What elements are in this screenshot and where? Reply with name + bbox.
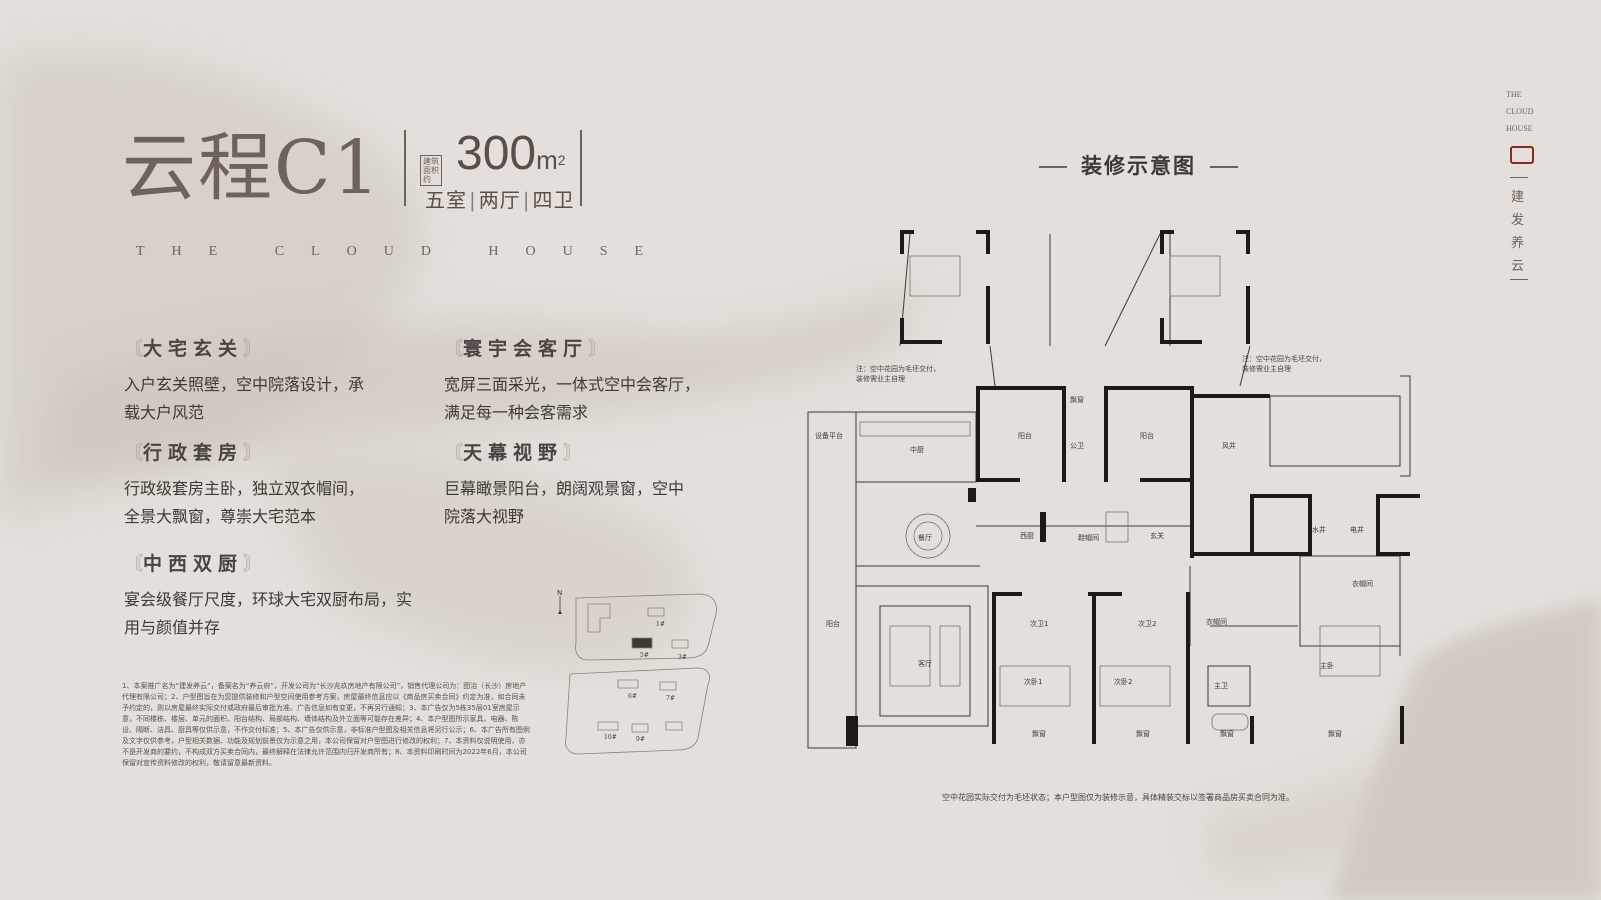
room-label-balcony: 阳台 xyxy=(826,619,840,628)
room-label-elec-well: 电井 xyxy=(1350,525,1364,534)
room-label-bay-window: 飘窗 xyxy=(1136,729,1150,738)
building-label: 9# xyxy=(636,736,645,743)
room-label-bay-window: 飘窗 xyxy=(1328,729,1342,738)
brand-chinese: 建发养云 xyxy=(1511,190,1525,274)
legal-disclaimer: 1、本案推广名为“建发养云”，备案名为“养云府”，开发公司为“长沙兆玖房地产有限… xyxy=(122,682,530,767)
feature-desc: 行政级套房主卧，独立双衣帽间，全景大飘窗，尊崇大宅范本 xyxy=(124,479,365,526)
room-label-balcony: 阳台 xyxy=(1140,431,1154,440)
room-label-bay-window: 飘窗 xyxy=(1220,729,1234,738)
area-tag: 建筑面积约 xyxy=(420,155,442,186)
feature-4: 〘天幕视野〙 巨幕瞰景阳台，朗阔观景窗，空中院落大视野 xyxy=(444,438,684,531)
room-label-bay-window: 飘窗 xyxy=(1070,395,1084,404)
feature-title: 〘行政套房〙 xyxy=(124,442,263,464)
feature-title: 〘天幕视野〙 xyxy=(444,442,583,464)
brand-divider xyxy=(1510,177,1528,178)
room-count-bedrooms: 五室 xyxy=(425,188,467,212)
room-label-public-bath: 公卫 xyxy=(1070,442,1084,450)
room-label-second-bath: 次卫1 xyxy=(1030,619,1048,628)
garden-note-right: 注：空中花园为毛坯交付，装修需业主自理 xyxy=(1242,355,1326,373)
building-label: 10# xyxy=(604,734,617,741)
room-label-entry: 玄关 xyxy=(1150,531,1164,540)
feature-desc: 宴会级餐厅尺度，环球大宅双厨布局，实用与颜值并存 xyxy=(124,590,413,637)
room-label-wardrobe: 衣帽间 xyxy=(1352,579,1373,588)
garden-note-left: 注：空中花园为毛坯交付，装修需业主自理 xyxy=(856,365,940,383)
room-layout: 五室|两厅|四卫 xyxy=(425,188,575,212)
feature-title: 〘中西双厨〙 xyxy=(124,553,263,575)
building-label: 7# xyxy=(666,695,675,702)
room-count-halls: 两厅 xyxy=(478,188,521,212)
room-label-second-bed: 次卧1 xyxy=(1024,677,1042,686)
room-label-cloakroom: 鞋帽间 xyxy=(1078,533,1099,542)
feature-title: 〘寰宇会客厅〙 xyxy=(444,338,608,360)
room-count-baths: 四卫 xyxy=(532,188,575,212)
feature-desc: 宽屏三面采光，一体式空中会客厅，满足每一种会客需求 xyxy=(444,375,701,422)
room-label-western-kitchen: 西厨 xyxy=(1020,532,1034,540)
feature-2: 〘寰宇会客厅〙 宽屏三面采光，一体式空中会客厅，满足每一种会客需求 xyxy=(444,334,704,427)
building-label: 5# xyxy=(640,652,649,659)
area-value: 300m2 xyxy=(456,128,566,186)
feature-3: 〘行政套房〙 行政级套房主卧，独立双衣帽间，全景大飘窗，尊崇大宅范本 xyxy=(124,438,374,531)
room-label-balcony: 阳台 xyxy=(1018,431,1032,440)
brand-divider xyxy=(1510,279,1528,280)
room-label-water-well: 水井 xyxy=(1312,525,1326,534)
english-subtitle: THE CLOUD HOUSE xyxy=(136,244,671,259)
room-label-chinese-kitchen: 中厨 xyxy=(910,445,924,454)
room-label-second-bath: 次卫2 xyxy=(1138,619,1156,628)
area-number: 300 xyxy=(456,127,537,180)
room-label-bay-window: 飘窗 xyxy=(1032,729,1046,738)
building-label: 3# xyxy=(678,654,687,661)
room-label-living: 客厅 xyxy=(918,659,932,668)
area-unit: m xyxy=(536,145,558,175)
feature-1: 〘大宅玄关〙 入户玄关照壁，空中院落设计，承载大户风范 xyxy=(124,334,364,427)
room-label-dining: 餐厅 xyxy=(918,533,932,542)
room-label-wardrobe: 衣帽间 xyxy=(1206,617,1227,626)
north-label: N xyxy=(557,589,562,597)
room-label-master-bath: 主卫 xyxy=(1214,681,1228,690)
site-map: N 1# 3# 5# 6# 7# 9# 10# xyxy=(557,589,717,755)
feature-desc: 巨幕瞰景阳台，朗阔观景窗，空中院落大视野 xyxy=(444,479,685,526)
plan-bottom-note: 空中花园实际交付为毛坯状态；本户型图仅为装修示意，具体精装交标以签署商品房买卖合… xyxy=(942,793,1294,802)
room-label-equipment: 设备平台 xyxy=(815,431,843,440)
project-name: 云程C1 xyxy=(122,125,382,211)
feature-5: 〘中西双厨〙 宴会级餐厅尺度，环球大宅双厨布局，实用与颜值并存 xyxy=(124,549,414,642)
area-unit-sup: 2 xyxy=(557,152,566,168)
feature-title: 〘大宅玄关〙 xyxy=(124,338,263,360)
room-label-wind-well: 风井 xyxy=(1222,441,1236,450)
building-label: 6# xyxy=(628,693,637,700)
title-divider-right xyxy=(580,130,582,206)
plan-title: 装修示意图 xyxy=(1025,150,1252,180)
brand-seal-icon xyxy=(1510,146,1534,164)
building-label: 1# xyxy=(656,621,665,628)
floor-plan: 设备平台 中厨 阳台 飘窗 公卫 阳台 风井 风井 风井 餐厅 西厨 鞋帽间 玄… xyxy=(807,230,1420,749)
room-label-master-bed: 主卧 xyxy=(1320,661,1334,670)
room-label-second-bed: 次卧2 xyxy=(1114,677,1132,686)
feature-desc: 入户玄关照壁，空中院落设计，承载大户风范 xyxy=(124,375,365,422)
title-divider-left xyxy=(404,130,406,206)
